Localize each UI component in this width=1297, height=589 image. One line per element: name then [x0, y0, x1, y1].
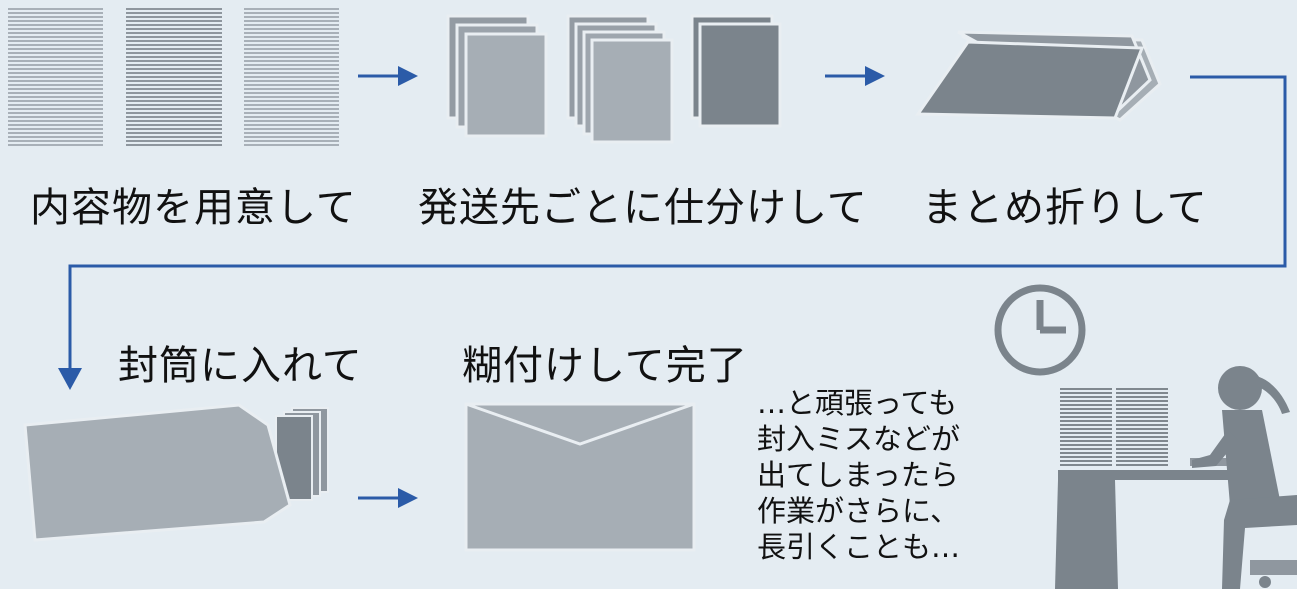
- step-label-fold: まとめ折りして: [922, 185, 1208, 231]
- person-at-desk-icon: [1055, 366, 1297, 589]
- sorted-stacks-icon: [446, 14, 782, 144]
- note-line: 長引くことも…: [757, 530, 961, 564]
- note-line: 封入ミスなどが: [757, 422, 961, 456]
- document-stack-icon: [8, 6, 339, 146]
- step-label-prepare: 内容物を用意して: [30, 185, 357, 231]
- warning-note: …と頑張っても 封入ミスなどが 出てしまったら 作業がさらに、 長引くことも…: [757, 385, 960, 565]
- note-line: 出てしまったら: [757, 458, 959, 492]
- note-line: …と頑張っても: [757, 386, 958, 420]
- arrow-right-icon: [825, 66, 885, 86]
- step-label-seal: 糊付けして完了: [462, 343, 748, 389]
- arrow-right-icon: [358, 488, 418, 508]
- envelope-icon: [464, 402, 696, 552]
- envelope-insert-icon: [23, 403, 329, 542]
- clock-icon: [994, 284, 1086, 376]
- note-line: 作業がさらに、: [757, 494, 960, 528]
- folded-paper-icon: [915, 30, 1162, 122]
- step-label-sort: 発送先ごとに仕分けして: [418, 185, 868, 231]
- arrow-right-icon: [358, 66, 418, 86]
- connector-arrow: [58, 75, 1287, 390]
- step-label-insert: 封筒に入れて: [118, 343, 363, 389]
